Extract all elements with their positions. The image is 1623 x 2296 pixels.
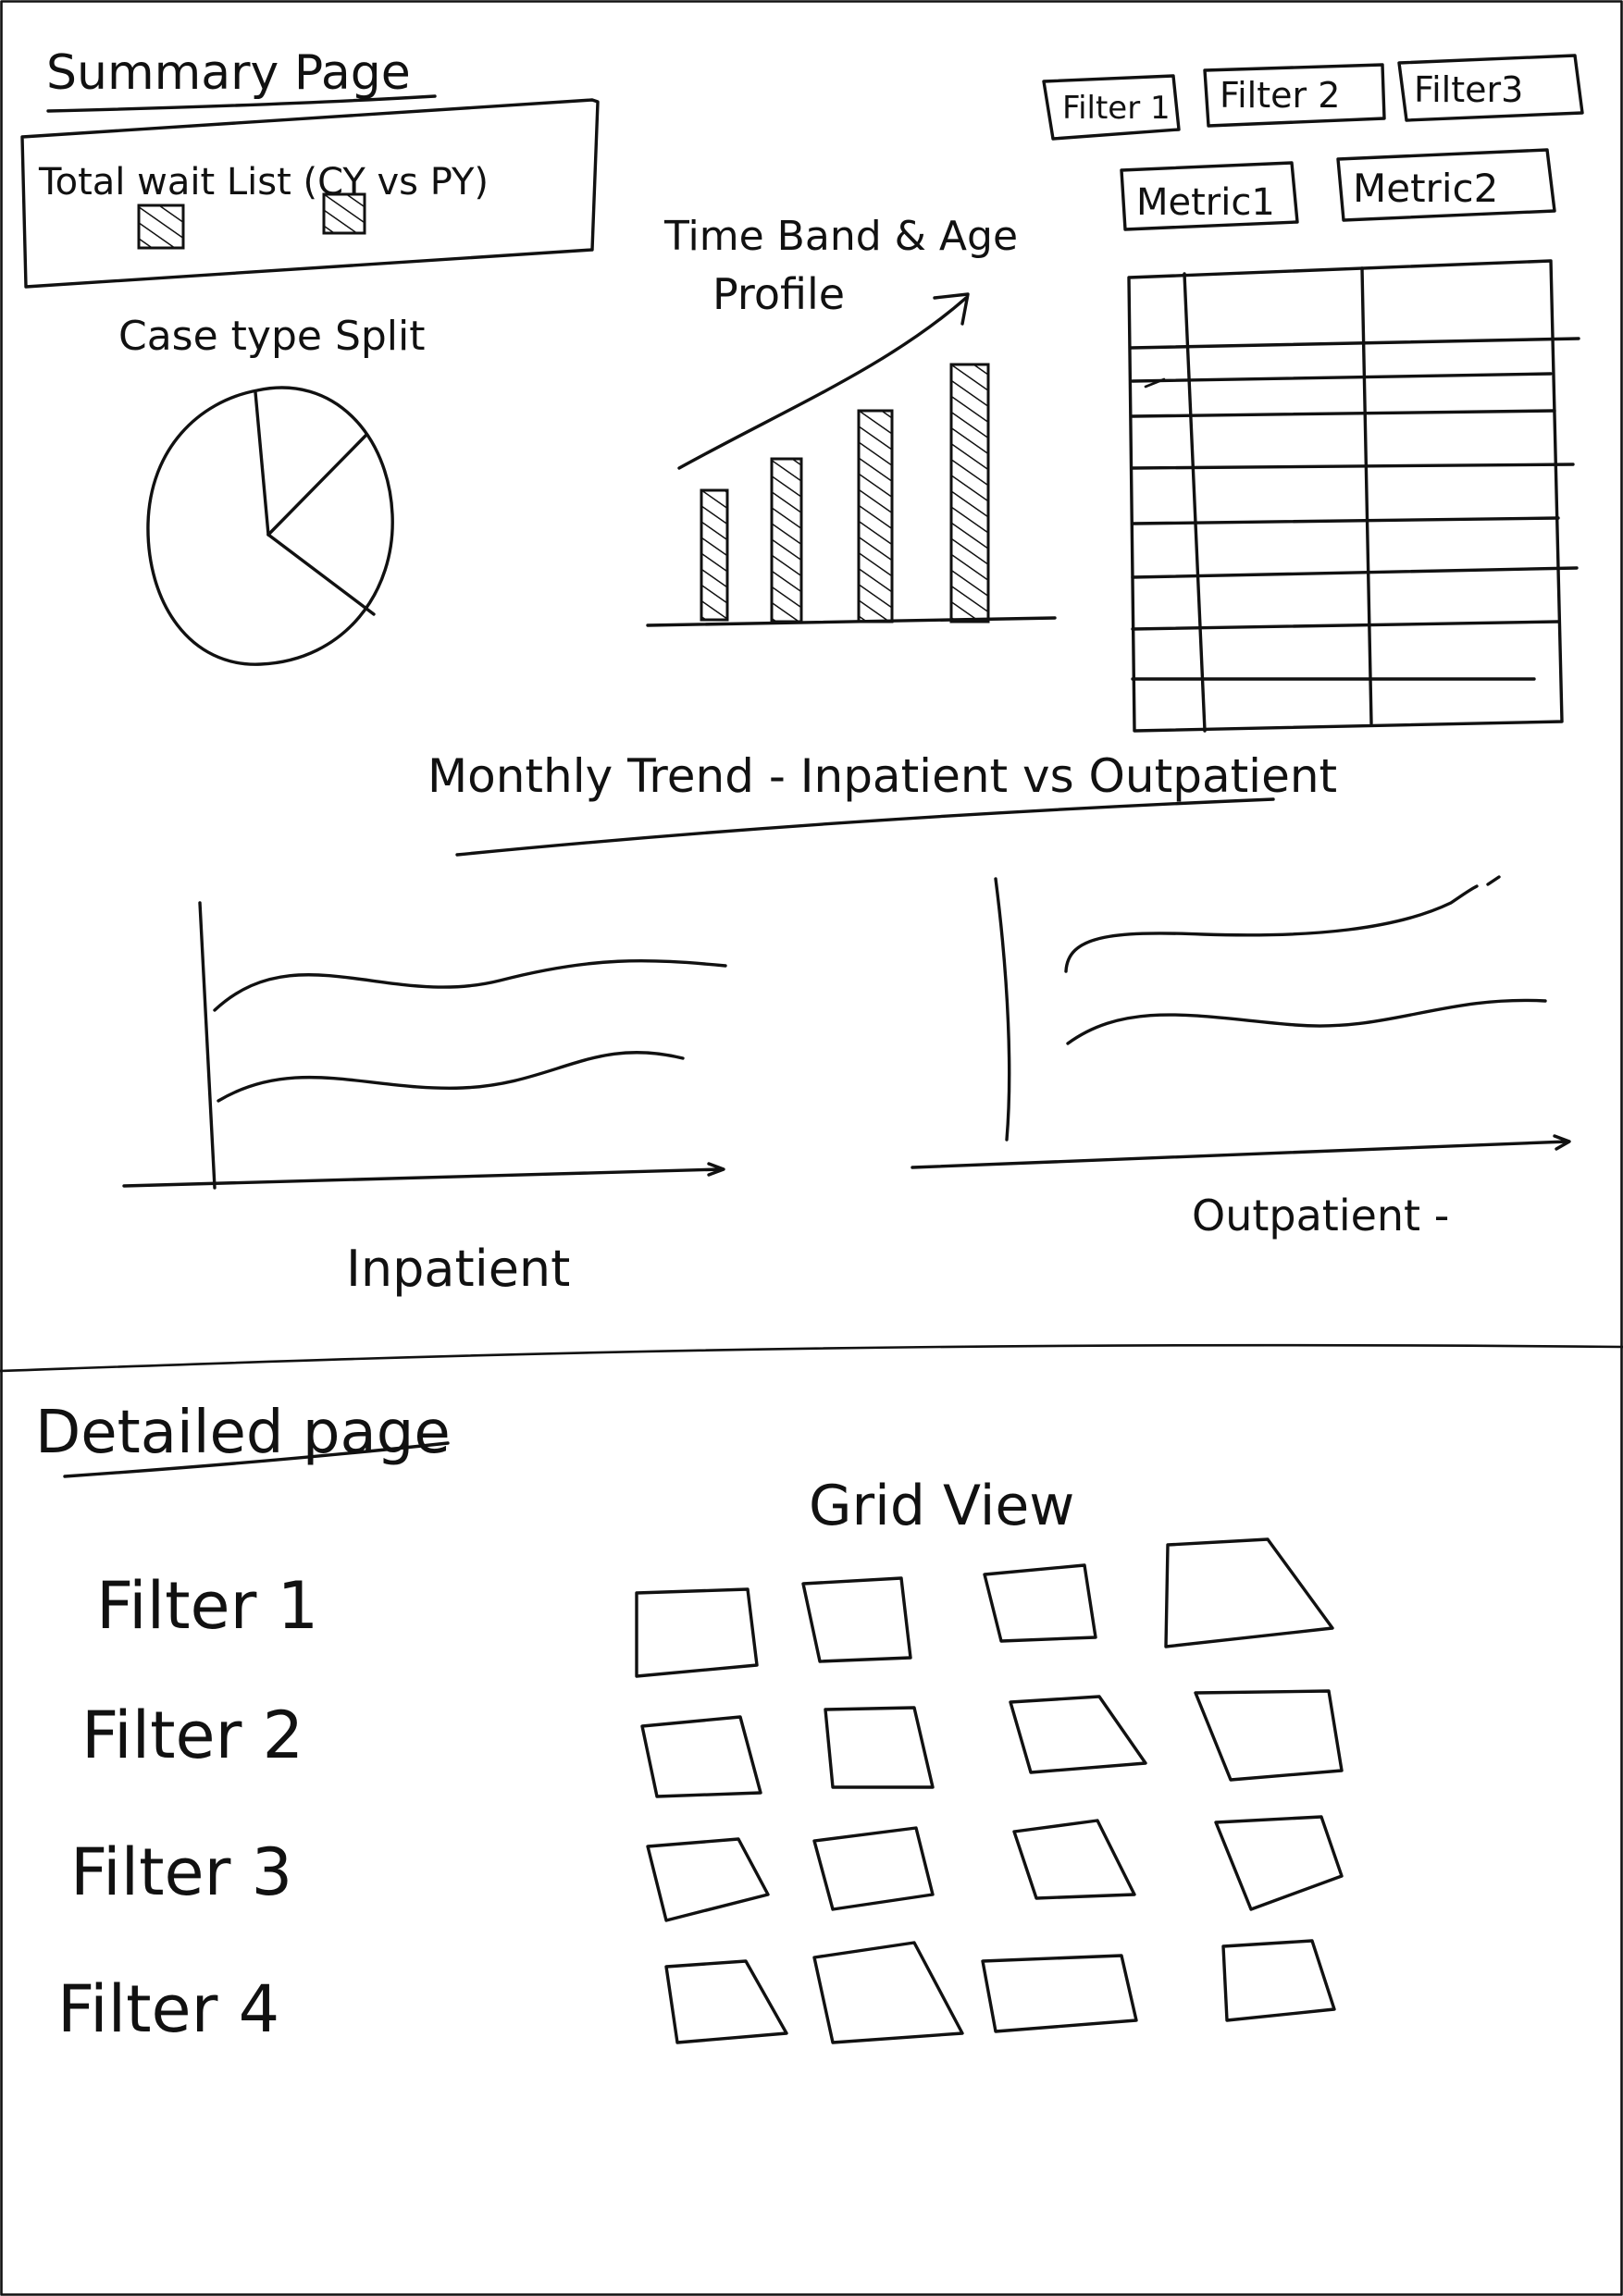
outpatient-x-axis-arrow	[1553, 1134, 1571, 1151]
filter-3-label: Filter3	[1414, 69, 1523, 110]
filter-1-button[interactable]: Filter 1	[1042, 74, 1181, 141]
monthly-trend-section: Monthly Trend - Inpatient vs Outpatient	[427, 749, 1337, 857]
detailed-filter-4[interactable]: Filter 4	[57, 1971, 279, 2047]
bar-title-line2: Profile	[712, 269, 845, 319]
metric-1-button[interactable]: Metric1	[1120, 161, 1299, 231]
outpatient-y-axis	[994, 877, 1011, 1142]
inpatient-series-line-2	[217, 1051, 685, 1103]
detailed-filter-2[interactable]: Filter 2	[81, 1697, 304, 1773]
kpi-card-title: Total wait List (CY vs PY)	[38, 161, 489, 204]
table-row-line	[1129, 337, 1580, 350]
inpatient-line-chart: Inpatient	[122, 901, 727, 1298]
pie-title: Case type Split	[118, 313, 426, 360]
grid-tile[interactable]	[1012, 1819, 1136, 1900]
table-row-line	[1131, 409, 1556, 418]
summary-page-title: Summary Page	[46, 45, 411, 101]
metric-1-label: Metric1	[1136, 181, 1275, 224]
grid-tile[interactable]	[801, 1576, 912, 1663]
grid-tile[interactable]	[1214, 1815, 1344, 1911]
detailed-filter-1[interactable]: Filter 1	[96, 1568, 318, 1644]
metric-2-label: Metric2	[1353, 166, 1498, 211]
table-row-line	[1131, 620, 1560, 631]
inpatient-y-axis	[198, 901, 217, 1190]
bar-1	[700, 488, 729, 622]
summary-filter-bar: Filter 1 Filter 2 Filter3	[1042, 54, 1584, 141]
trend-title-underline	[455, 797, 1275, 857]
time-band-bar-chart: Time Band & Age Profile	[646, 213, 1057, 627]
detailed-title-underline	[63, 1441, 450, 1478]
pie-slice-divider-3	[266, 533, 376, 616]
grid-tile[interactable]	[646, 1837, 770, 1922]
grid-tile[interactable]	[635, 1587, 759, 1678]
detailed-filter-list: Filter 1 Filter 2 Filter 3 Filter 4	[57, 1568, 318, 2047]
bar-title-line1: Time Band & Age	[663, 213, 1018, 260]
pie-slice-divider-1	[254, 390, 270, 537]
section-divider	[0, 1343, 1623, 1373]
pie-slice-divider-2	[266, 433, 368, 537]
metric-toggle-bar: Metric1 Metric2	[1120, 148, 1556, 231]
grid-tile[interactable]	[664, 1959, 788, 2044]
outpatient-series-line-1-tail	[1486, 875, 1501, 886]
summary-section: Summary Page Total wait List (CY vs PY) …	[20, 45, 1584, 1298]
table-row-line	[1131, 566, 1579, 579]
grid-view-title: Grid View	[809, 1474, 1074, 1538]
case-type-pie: Case type Split	[118, 313, 426, 666]
grid-tile[interactable]	[1221, 1939, 1336, 2022]
metrics-table	[1127, 259, 1580, 733]
inpatient-x-axis	[122, 1167, 724, 1188]
filter-1-label: Filter 1	[1062, 90, 1171, 127]
grid-tile[interactable]	[1164, 1537, 1334, 1648]
outpatient-label: Outpatient -	[1192, 1191, 1449, 1241]
outpatient-x-axis	[911, 1140, 1569, 1169]
outpatient-series-line-1	[1064, 884, 1479, 973]
inpatient-x-axis-arrow	[707, 1162, 725, 1177]
grid-tile[interactable]	[981, 1954, 1138, 2033]
summary-title-underline	[46, 94, 437, 113]
table-frame	[1127, 259, 1564, 733]
kpi-card: Total wait List (CY vs PY)	[20, 98, 600, 289]
table-col-divider-2	[1360, 266, 1373, 725]
kpi-py-indicator	[322, 192, 366, 235]
table-row-line	[1131, 372, 1553, 383]
outpatient-line-chart: Outpatient -	[911, 875, 1571, 1241]
grid-tile[interactable]	[824, 1706, 935, 1789]
metric-2-button[interactable]: Metric2	[1336, 148, 1556, 222]
outpatient-series-line-2	[1066, 998, 1547, 1045]
inpatient-label: Inpatient	[346, 1240, 570, 1298]
trend-arrow-head	[933, 292, 970, 326]
bar-2	[770, 457, 803, 623]
detailed-section: Detailed page Grid View Filter 1 Filter …	[35, 1399, 1344, 2047]
grid-tile[interactable]	[1009, 1695, 1147, 1774]
grid-tile[interactable]	[640, 1715, 762, 1798]
inpatient-series-line-1	[213, 958, 727, 1012]
filter-2-label: Filter 2	[1220, 75, 1340, 116]
trend-arrow-line	[677, 296, 968, 470]
grid-tile[interactable]	[1194, 1689, 1344, 1782]
table-pointer-mark	[1144, 377, 1166, 389]
kpi-card-frame	[20, 98, 600, 289]
bar-4	[949, 363, 990, 623]
bar-3	[857, 409, 894, 623]
grid-tile[interactable]	[983, 1563, 1097, 1643]
grid-tile[interactable]	[812, 1826, 935, 1911]
table-row-line	[1131, 463, 1575, 470]
detailed-filter-3[interactable]: Filter 3	[70, 1834, 292, 1910]
detailed-page-title: Detailed page	[35, 1399, 451, 1467]
table-row-line	[1131, 516, 1560, 525]
grid-tile[interactable]	[812, 1941, 964, 2044]
table-col-divider-1	[1183, 272, 1207, 733]
trend-title: Monthly Trend - Inpatient vs Outpatient	[427, 749, 1337, 803]
pie-outline	[146, 386, 394, 666]
filter-2-button[interactable]: Filter 2	[1203, 63, 1386, 128]
grid-view	[635, 1537, 1344, 2044]
kpi-cy-indicator	[137, 204, 185, 250]
filter-3-button[interactable]: Filter3	[1397, 54, 1584, 122]
